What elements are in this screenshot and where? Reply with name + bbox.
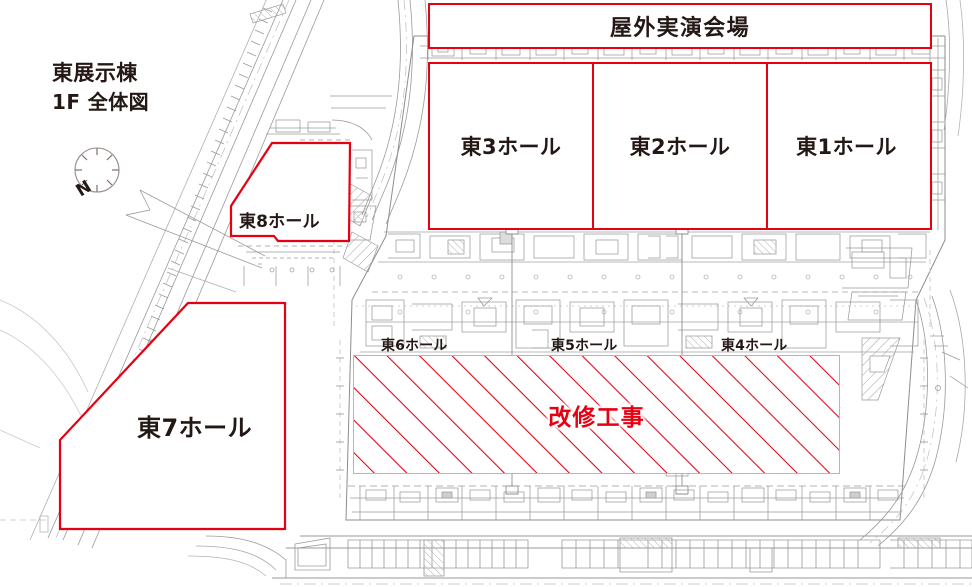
page-title-line1: 東展示棟 xyxy=(52,61,138,85)
renovation-label: 改修工事 xyxy=(548,404,645,431)
renovation-area[interactable]: 改修工事 xyxy=(353,355,840,474)
hall-4-label: 東4ホール xyxy=(721,338,788,354)
hall-2-cell[interactable]: 東2ホール xyxy=(594,64,768,228)
outdoor-demo-venue-banner[interactable]: 屋外実演会場 xyxy=(428,3,932,49)
renovation-label-wrap: 改修工事 xyxy=(354,356,839,473)
compass-rose-icon: N xyxy=(73,147,120,200)
hall-5-label: 東5ホール xyxy=(551,338,618,354)
hall-1-label: 東1ホール xyxy=(796,135,897,159)
page-title: 東展示棟 1F 全体図 xyxy=(52,58,149,117)
hall-6-label: 東6ホール xyxy=(381,338,448,354)
hall-7-label: 東7ホール xyxy=(137,414,253,442)
page-title-line2: 1F 全体図 xyxy=(52,90,150,115)
hall-3-label: 東3ホール xyxy=(460,135,562,159)
hall-3-cell[interactable]: 東3ホール xyxy=(430,64,594,228)
compass-north-letter: N xyxy=(73,177,96,200)
outdoor-demo-venue-label: 屋外実演会場 xyxy=(610,16,750,41)
halls-top-row: 東3ホール 東2ホール 東1ホール xyxy=(428,62,932,230)
hall-1-cell[interactable]: 東1ホール xyxy=(768,64,925,228)
renovation-hatch-pattern xyxy=(354,356,839,473)
hall-2-label: 東2ホール xyxy=(629,135,731,159)
hall-8-label: 東8ホール xyxy=(239,212,320,232)
